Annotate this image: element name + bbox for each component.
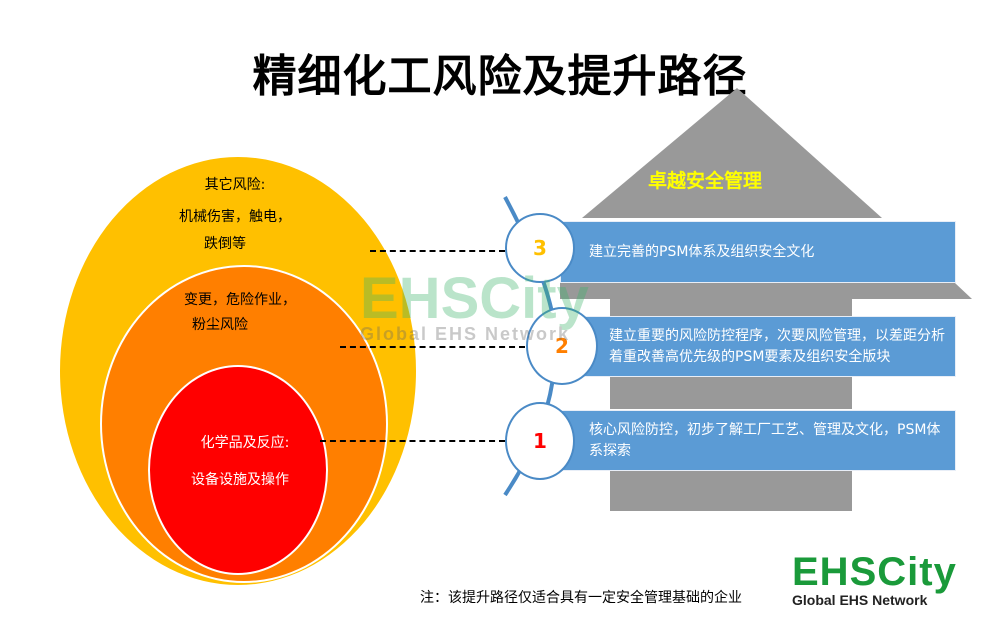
- connector-dash-1: [320, 440, 505, 442]
- step-3-bar: 建立完善的PSM体系及组织安全文化: [560, 221, 956, 283]
- connector-dash-2: [340, 346, 525, 348]
- house-trunk: [610, 471, 852, 511]
- ehscity-logo: EHSCity Global EHS Network: [792, 552, 957, 608]
- step-2-circle: 2: [526, 307, 598, 385]
- step-3-circle: 3: [505, 213, 575, 283]
- middle-risk-label: 变更，危险作业，: [184, 292, 296, 308]
- roof: [582, 88, 882, 218]
- logo-brand: EHSCity: [792, 550, 957, 594]
- inner-risk-label: 化学品及反应:: [200, 435, 290, 451]
- page-title: 精细化工风险及提升路径: [252, 51, 748, 102]
- step-2-text: 建立重要的风险防控程序，次要风险管理，以差距分析着重改善高优先级的PSM要素及组…: [609, 327, 945, 365]
- outer-risk-line: 机械伤害，触电，: [179, 209, 291, 225]
- step-3-text: 建立完善的PSM体系及组织安全文化: [589, 243, 815, 260]
- roof-label: 卓越安全管理: [647, 170, 762, 192]
- outer-risk-line: 跌倒等: [204, 236, 246, 252]
- outer-risk-label: 其它风险:: [204, 177, 266, 193]
- inner-risk-ellipse: [148, 365, 328, 575]
- logo-tagline: Global EHS Network: [792, 592, 928, 608]
- step-1-text: 核心风险防控，初步了解工厂工艺、管理及文化，PSM体系探索: [589, 421, 941, 459]
- footnote: 注：该提升路径仅适合具有一定安全管理基础的企业: [420, 590, 742, 606]
- middle-risk-line: 粉尘风险: [192, 317, 248, 333]
- step-2-bar: 建立重要的风险防控程序，次要风险管理，以差距分析着重改善高优先级的PSM要素及组…: [560, 316, 956, 377]
- step-1-circle: 1: [505, 402, 575, 480]
- house-trunk: [610, 299, 852, 317]
- inner-risk-line: 设备设施及操作: [191, 472, 289, 488]
- eave-band: [560, 283, 972, 299]
- house-trunk: [610, 377, 852, 409]
- connector-dash-3: [370, 250, 505, 252]
- step-1-bar: 核心风险防控，初步了解工厂工艺、管理及文化，PSM体系探索: [560, 410, 956, 471]
